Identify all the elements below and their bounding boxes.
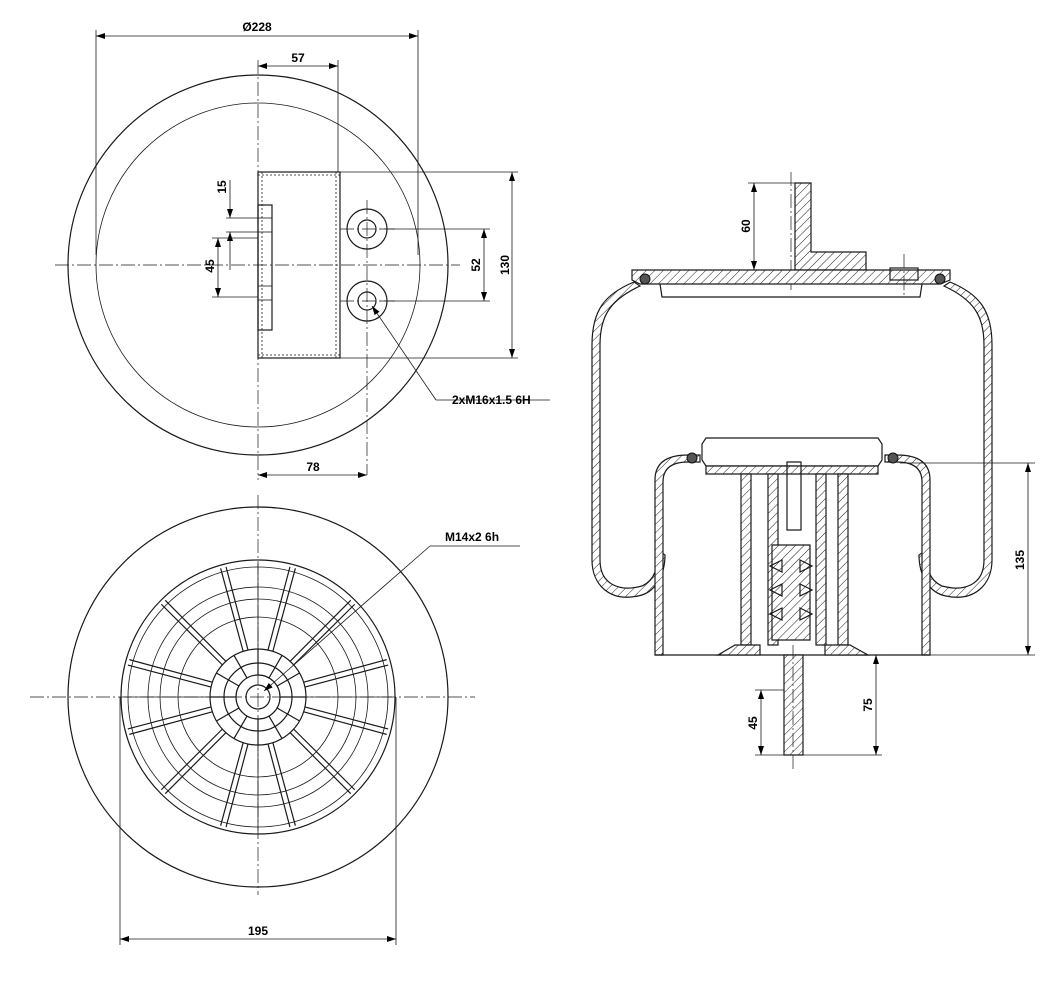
dim-45-top: 45 — [203, 259, 217, 273]
rib-line — [293, 728, 356, 791]
callout-holes: 2xM16x1.5 6H — [452, 393, 531, 407]
piston-wall-right — [884, 454, 931, 656]
rib-line — [160, 603, 223, 666]
dim-52: 52 — [469, 258, 483, 272]
dim-195: 195 — [248, 924, 268, 938]
dim-75: 75 — [861, 698, 875, 712]
dim-57: 57 — [291, 51, 305, 65]
hub-slot-line — [276, 672, 300, 687]
top-view: Ø228 57 15 45 52 130 78 2xM16x1.5 6H — [55, 20, 550, 480]
rib-line — [225, 743, 249, 828]
rib-line — [272, 568, 296, 652]
rib-line — [225, 566, 249, 651]
bracket-tab — [257, 204, 273, 331]
piston-bead-right — [887, 452, 899, 464]
piston-bead-left — [686, 452, 698, 464]
piston-ribs — [124, 563, 392, 831]
rib-line — [303, 659, 387, 683]
dim-130: 130 — [498, 255, 512, 275]
hub-slot-line — [268, 715, 283, 739]
dim-135: 135 — [1013, 550, 1027, 570]
rib-line — [289, 732, 352, 795]
rib-line — [220, 742, 244, 826]
hub-slot-line — [233, 715, 248, 739]
callout-center-thread: M14x2 6h — [445, 530, 499, 544]
dim-78: 78 — [306, 460, 320, 474]
top-bead-left — [639, 273, 651, 285]
rib-line — [293, 603, 356, 666]
hub-slot-line — [216, 707, 240, 722]
hub-slot-line — [276, 707, 300, 722]
rib-line — [267, 743, 291, 828]
hub-slot-line — [233, 655, 248, 679]
rib-line — [220, 568, 244, 652]
dim-60: 60 — [739, 219, 753, 233]
rib-line — [160, 728, 223, 791]
rib-line — [164, 732, 227, 795]
rib-line — [272, 742, 296, 826]
hub-slot-line — [216, 672, 240, 687]
center-pin — [786, 461, 802, 531]
side-section-view: 60 135 75 45 — [591, 172, 1035, 770]
rib-line — [127, 664, 212, 688]
top-bracket — [794, 182, 867, 271]
dim-diameter-228: Ø228 — [242, 20, 272, 34]
rib-line — [267, 566, 291, 651]
rib-line — [129, 659, 213, 683]
rib-line — [129, 711, 213, 735]
rib-line — [303, 711, 387, 735]
rib-line — [127, 706, 212, 730]
hub-slots — [210, 649, 306, 745]
top-bead-right — [934, 273, 946, 285]
rib-line — [289, 599, 352, 662]
dim-15: 15 — [215, 180, 229, 194]
top-plate-section — [631, 269, 951, 285]
dim-45-bottom: 45 — [746, 716, 760, 730]
bump-stop — [771, 544, 811, 641]
bottom-stud — [783, 654, 804, 756]
piston-wall-left — [654, 454, 701, 656]
bottom-view: 195 M14x2 6h — [30, 495, 520, 945]
rib-line — [304, 706, 389, 730]
bellows-left — [591, 281, 666, 598]
rib-line — [164, 599, 227, 662]
rib-line — [304, 664, 389, 688]
hub-slot-line — [268, 655, 283, 679]
